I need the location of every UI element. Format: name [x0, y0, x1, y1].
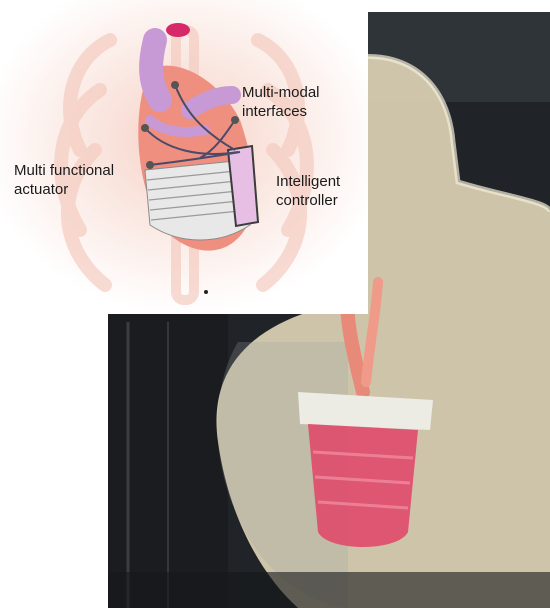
heart-model — [308, 424, 418, 547]
label-line: controller — [276, 191, 366, 210]
label-line: actuator — [14, 180, 144, 199]
label-line: Intelligent — [276, 172, 366, 191]
illustration-graphic — [0, 0, 368, 314]
multi-functional-actuator-label: Multi functional actuator — [14, 161, 144, 199]
aorta — [151, 40, 160, 100]
multi-modal-interfaces-label: Multi-modal interfaces — [242, 83, 352, 121]
label-line: Multi-modal — [242, 83, 352, 102]
heart-illustration: Multi-modal interfaces Multi functional … — [0, 0, 368, 314]
intelligent-controller-label: Intelligent controller — [276, 172, 366, 210]
label-line: Multi functional — [14, 161, 144, 180]
label-line: interfaces — [242, 102, 352, 121]
